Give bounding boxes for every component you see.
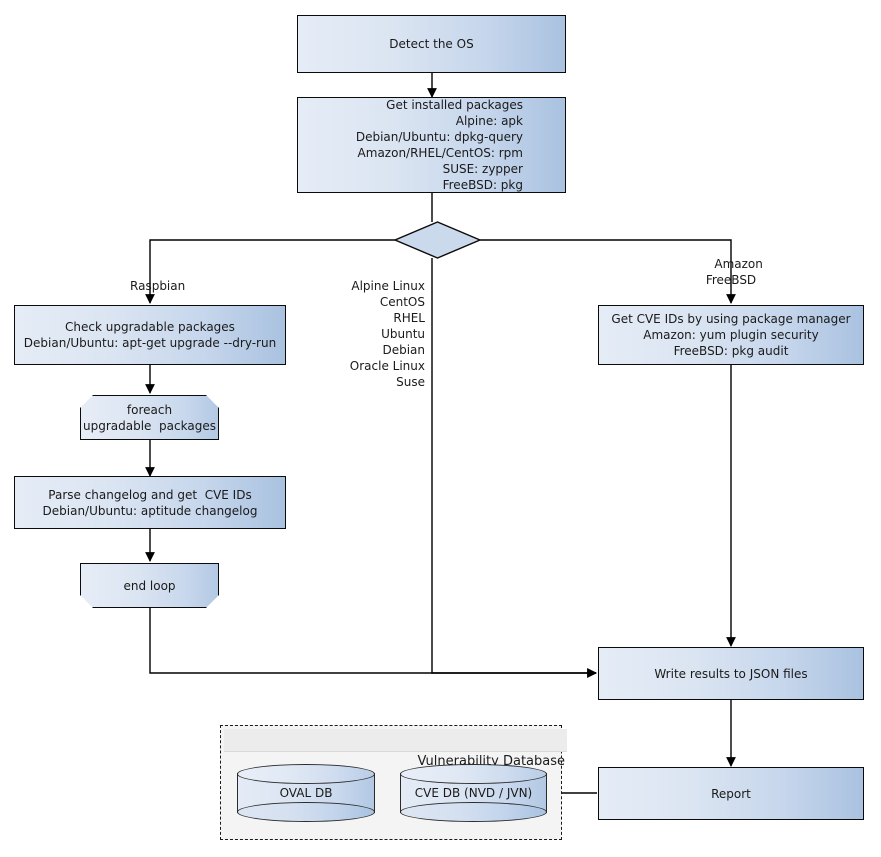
edge-label-middle-os-list: Alpine Linux CentOS RHEL Ubuntu Debian O… xyxy=(305,262,425,406)
edge-label-amazon-freebsd: Amazon FreeBSD xyxy=(691,240,771,304)
node-get-cve-ids-package-manager-label: Get CVE IDs by using package manager Ama… xyxy=(611,312,851,358)
edge-label-raspbian-text: Raspbian xyxy=(130,279,186,293)
cylinder-bottom-ellipse xyxy=(400,802,547,822)
edge-decision-to-write-results xyxy=(431,258,597,678)
database-cylinder-oval-db-label: OVAL DB xyxy=(279,786,333,800)
database-cylinder-oval-db[interactable]: OVAL DB xyxy=(237,764,375,822)
node-get-installed-packages[interactable]: Get installed packages Alpine: apk Debia… xyxy=(297,97,566,193)
edge-endloop-to-write-results xyxy=(149,608,597,678)
node-end-loop[interactable]: end loop xyxy=(80,563,219,608)
node-check-upgradable-packages[interactable]: Check upgradable packages Debian/Ubuntu:… xyxy=(14,305,286,365)
node-foreach-loop-start-label: foreach upgradable packages xyxy=(83,402,216,433)
edge-label-middle-os-list-text: Alpine Linux CentOS RHEL Ubuntu Debian O… xyxy=(349,279,425,389)
node-report[interactable]: Report xyxy=(598,767,864,820)
node-detect-os-label: Detect the OS xyxy=(389,37,474,51)
node-end-loop-label: end loop xyxy=(123,578,176,593)
cylinder-top-ellipse xyxy=(400,764,547,784)
node-report-label: Report xyxy=(711,786,751,801)
database-cylinder-cve-db-label: CVE DB (NVD / JVN) xyxy=(414,786,533,800)
edge-decision-to-pkgmgr xyxy=(480,239,736,304)
node-get-cve-ids-package-manager[interactable]: Get CVE IDs by using package manager Ama… xyxy=(598,305,864,365)
os-decision-diamond xyxy=(393,221,482,259)
node-parse-changelog-label: Parse changelog and get CVE IDs Debian/U… xyxy=(42,487,258,518)
cylinder-bottom-ellipse xyxy=(237,802,375,822)
edge-decision-to-check-upgradable xyxy=(145,239,395,304)
node-write-results-json-label: Write results to JSON files xyxy=(654,666,808,681)
node-get-installed-packages-label: Get installed packages Alpine: apk Debia… xyxy=(355,98,523,192)
edge-label-amazon-freebsd-text: Amazon FreeBSD xyxy=(705,257,763,287)
node-write-results-json[interactable]: Write results to JSON files xyxy=(598,647,864,700)
cylinder-top-ellipse xyxy=(237,764,375,784)
node-check-upgradable-packages-label: Check upgradable packages Debian/Ubuntu:… xyxy=(23,320,277,350)
edge-label-raspbian: Raspbian xyxy=(75,262,225,310)
node-parse-changelog[interactable]: Parse changelog and get CVE IDs Debian/U… xyxy=(14,476,286,529)
node-foreach-loop-start[interactable]: foreach upgradable packages xyxy=(80,395,219,440)
node-detect-os[interactable]: Detect the OS xyxy=(297,15,566,73)
group-vulnerability-database-title: Vulnerability Database xyxy=(224,729,567,769)
database-cylinder-cve-db[interactable]: CVE DB (NVD / JVN) xyxy=(400,764,547,822)
